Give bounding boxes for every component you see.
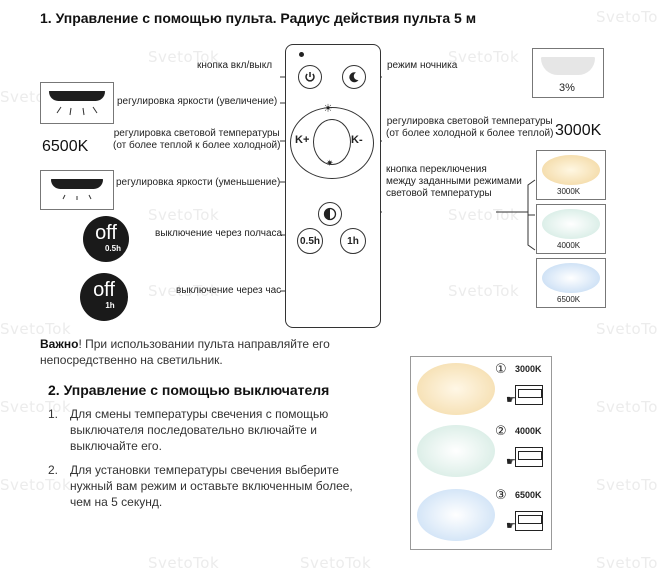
important-note: Важно! При использовании пульта направля… [40,337,330,367]
k-plus-button[interactable]: K+ [295,134,310,146]
label-brightness-down: регулировка яркости (уменьшение) [116,177,281,188]
lamp-dim-thumb [40,170,114,210]
lamp-bright-thumb [40,82,114,124]
off-half-hour-badge: off 0.5h [83,216,129,262]
step-label: 6500K [515,490,542,500]
step-number: ① [495,361,507,376]
mode-label: 3000K [557,187,581,196]
list-item: 2. Для установки температуры свечения вы… [48,463,353,509]
step-label: 4000K [515,426,542,436]
wall-switch-icon [515,511,543,531]
night-mode-thumb: 3% [532,48,604,98]
label-temp-right: регулировка световой температуры(от боле… [386,116,554,139]
moon-icon [349,72,359,83]
lamp-warm [417,363,495,415]
hand-icon: ☛ [506,394,516,406]
mode-label: 4000K [557,241,581,250]
light-rays-icon [56,106,98,116]
kelvin-left: 6500K [42,138,89,155]
lamp-neutral [417,425,495,477]
off-hour-badge: off 1h [80,273,128,321]
mode-switch-button[interactable] [318,202,342,226]
ir-emitter-dot [299,52,304,57]
section-1-title: 1. Управление с помощью пульта. Радиус д… [40,10,477,26]
hand-icon: ☛ [506,456,516,468]
ring-center [313,119,351,165]
light-rays-icon [62,194,92,200]
wall-switch-icon [515,385,543,405]
label-off-hour: выключение через час [176,285,282,296]
brightness-up-button[interactable]: ☀ [323,102,333,115]
step-number: ③ [495,487,507,502]
label-brightness-up: регулировка яркости (увеличение) [117,96,278,107]
night-mode-button[interactable] [342,65,366,89]
mode-thumb-3000k: 3000K [536,150,606,200]
list-item: 1. Для смены температуры свечения с помо… [48,407,329,453]
brightness-down-button[interactable]: ✷ [326,158,334,169]
step-label: 3000K [515,364,542,374]
remote-control [285,44,381,328]
power-icon [305,72,315,82]
step-number: ② [495,423,507,438]
night-percent: 3% [559,82,575,94]
mode-label: 6500K [557,295,581,304]
label-power: кнопка вкл/выкл [197,60,273,71]
wall-switch-icon [515,447,543,467]
half-circle-icon [323,207,337,221]
sun-icon: ☀ [323,103,333,115]
timer-hour-button[interactable]: 1h [340,228,366,254]
k-minus-button[interactable]: K- [351,134,363,146]
kelvin-right: 3000K [555,122,602,139]
label-night: режим ночника [387,60,458,71]
switch-steps-panel: ① 3000K ☛ ② 4000K ☛ ③ 6500K ☛ [410,356,552,550]
small-sun-icon: ✷ [326,158,334,168]
label-off-half-hour: выключение через полчаса [155,228,283,239]
power-button[interactable] [298,65,322,89]
hand-icon: ☛ [506,520,516,532]
mode-thumb-6500k: 6500K [536,258,606,308]
section-2-title: 2. Управление с помощью выключателя [48,382,330,398]
mode-thumb-4000k: 4000K [536,204,606,254]
label-temp-left: регулировка световой температуры(от боле… [113,128,281,151]
timer-half-hour-button[interactable]: 0.5h [297,228,323,254]
lamp-cool [417,489,495,541]
